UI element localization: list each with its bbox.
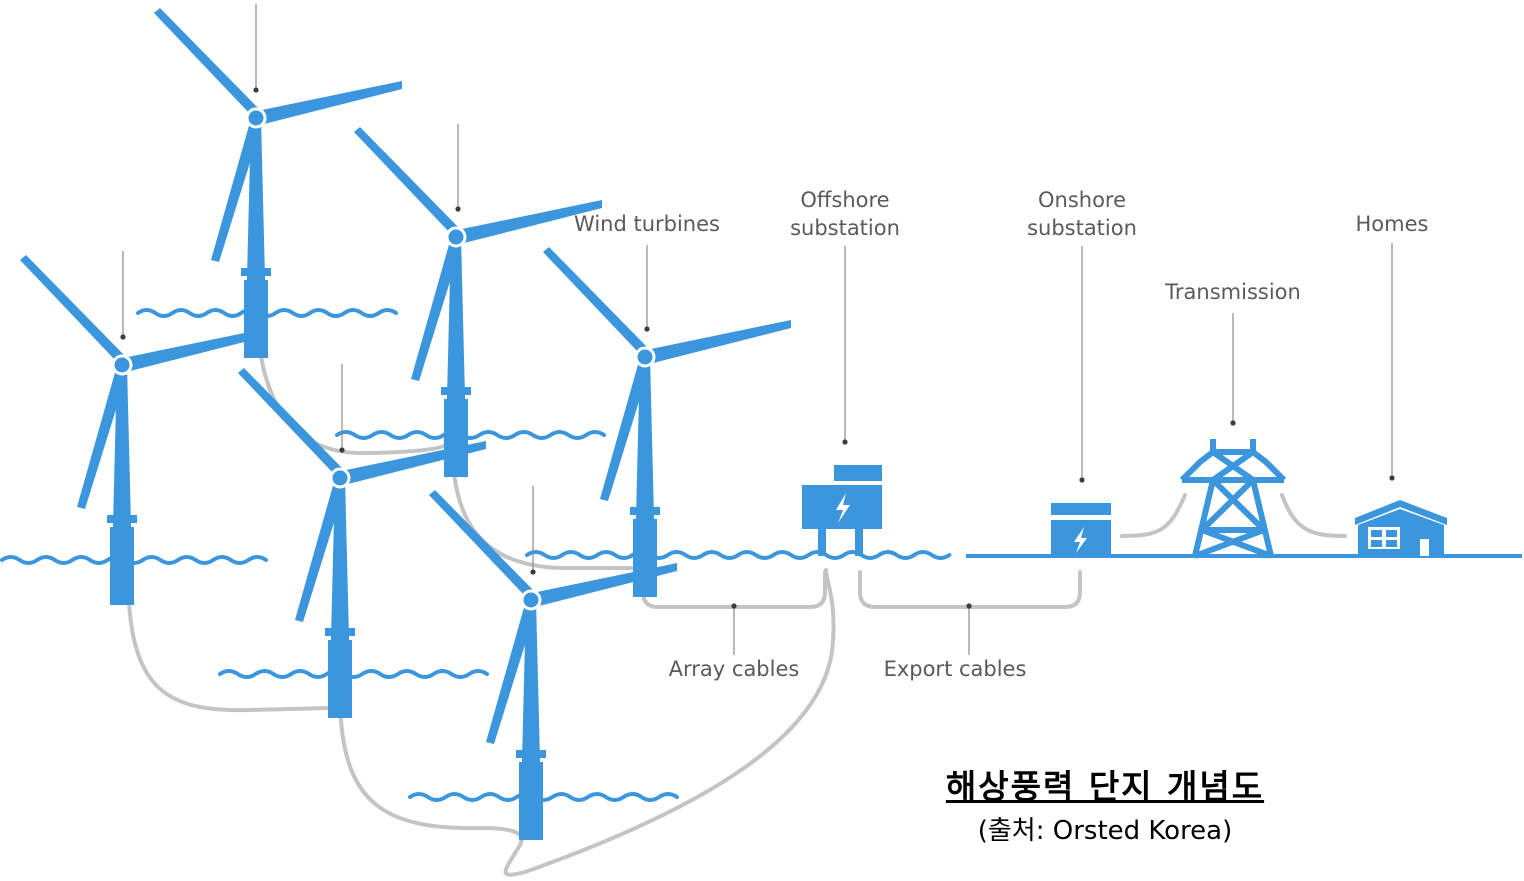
label-transmission: Transmission [1164, 280, 1301, 304]
wind-turbine-icon [541, 245, 793, 599]
export-cable [858, 570, 1082, 609]
offshore-substation-icon [802, 465, 882, 556]
caption-source: (출처: Orsted Korea) [977, 816, 1233, 846]
label-offshore-substation-line2: substation [790, 216, 900, 240]
component-labels: Wind turbines Offshore substation Onshor… [574, 188, 1428, 681]
wind-turbines [18, 6, 793, 842]
label-offshore-substation-line1: Offshore [800, 188, 889, 212]
label-homes: Homes [1356, 212, 1429, 236]
home-icon [1355, 500, 1447, 556]
wind-turbine-icon [18, 253, 270, 607]
array-cable [641, 570, 827, 609]
sea-waves [0, 308, 1522, 802]
leader-lines [120, 4, 1395, 655]
transmission-tower-icon [1179, 439, 1287, 559]
label-array-cables: Array cables [669, 657, 800, 681]
label-wind-turbines: Wind turbines [574, 212, 720, 236]
wind-turbine-icon [352, 125, 604, 479]
caption-title: 해상풍력 단지 개념도 [945, 767, 1265, 806]
onshore-substation-icon [1051, 503, 1111, 556]
label-onshore-substation-line2: substation [1027, 216, 1137, 240]
wind-turbine-icon [152, 6, 404, 360]
figure-caption: 해상풍력 단지 개념도 (출처: Orsted Korea) [900, 760, 1310, 847]
label-export-cables: Export cables [884, 657, 1027, 681]
label-onshore-substation-line1: Onshore [1038, 188, 1126, 212]
